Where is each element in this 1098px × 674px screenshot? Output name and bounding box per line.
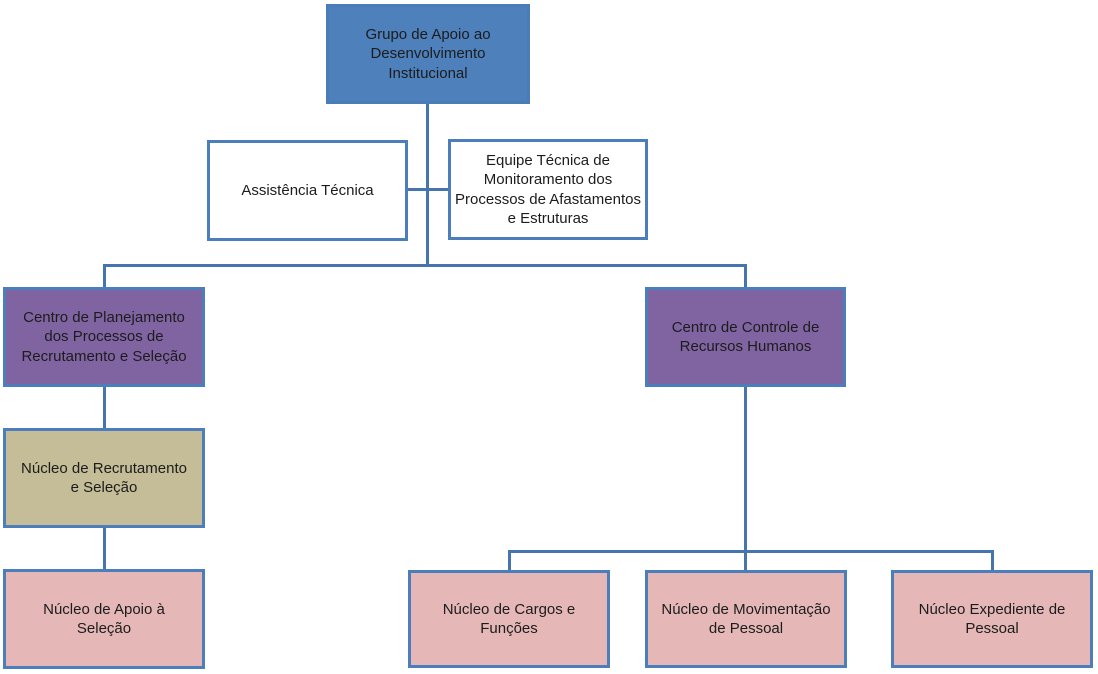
connector-drop-centro-planejamento [103, 264, 106, 287]
org-node-nucleo-cargos-funcoes: Núcleo de Cargos e Funções [408, 570, 610, 668]
org-node-centro-planejamento: Centro de Planejamento dos Processos de … [3, 287, 205, 387]
org-node-label: Equipe Técnica de Monitoramento dos Proc… [455, 152, 641, 227]
connector-root-vertical [426, 104, 429, 267]
org-node-label: Núcleo de Cargos e Funções [442, 600, 576, 637]
org-node-centro-controle: Centro de Controle de Recursos Humanos [645, 287, 846, 387]
connector-drop-centro-controle [744, 264, 747, 287]
org-node-nucleo-expediente: Núcleo Expediente de Pessoal [891, 570, 1093, 668]
org-node-nucleo-recrutamento: Núcleo de Recrutamento e Seleção [3, 428, 205, 528]
org-node-label: Centro de Planejamento dos Processos de … [21, 309, 187, 365]
connector-controle-vertical [744, 387, 747, 553]
connector-drop-movimentacao [744, 550, 747, 570]
connector-drop-cargos [508, 550, 511, 570]
org-node-label: Núcleo de Apoio à Seleção [43, 600, 165, 637]
org-node-nucleo-apoio-selecao: Núcleo de Apoio à Seleção [3, 569, 205, 669]
connector-assistencia-equipe [408, 188, 448, 191]
org-node-nucleo-movimentacao: Núcleo de Movimentação de Pessoal [645, 570, 847, 668]
org-node-label: Núcleo de Movimentação de Pessoal [661, 600, 831, 637]
connector-main-horizontal [103, 264, 747, 267]
org-node-label: Centro de Controle de Recursos Humanos [671, 318, 820, 355]
org-node-label: Núcleo Expediente de Pessoal [918, 600, 1066, 637]
org-node-label: Núcleo de Recrutamento e Seleção [21, 459, 187, 496]
connector-planejamento-recrutamento [103, 387, 106, 428]
org-node-label: Assistência Técnica [241, 181, 374, 199]
org-node-equipe-tecnica: Equipe Técnica de Monitoramento dos Proc… [448, 139, 648, 240]
org-node-grupo-apoio: Grupo de Apoio ao Desenvolvimento Instit… [326, 4, 530, 104]
connector-recrutamento-apoio [103, 528, 106, 569]
org-node-assistencia-tecnica: Assistência Técnica [207, 140, 408, 241]
org-node-label: Grupo de Apoio ao Desenvolvimento Instit… [365, 26, 491, 82]
connector-lower-horizontal [508, 550, 994, 553]
connector-drop-expediente [991, 550, 994, 570]
